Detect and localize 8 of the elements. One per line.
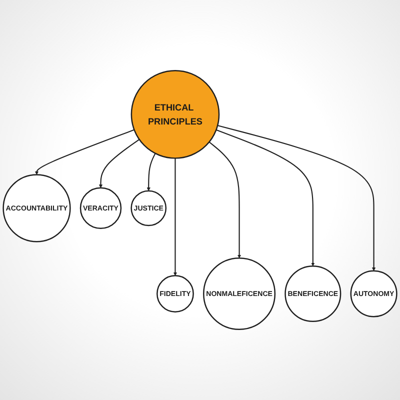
- arrow: [208, 142, 242, 258]
- arrow: [216, 129, 315, 266]
- arrow: [173, 158, 178, 276]
- arrow: [98, 139, 140, 188]
- arrow: [217, 124, 376, 272]
- arrow: [146, 153, 156, 191]
- arrow: [34, 129, 134, 175]
- node-circle: ETHICAL PRINCIPLES: [130, 70, 220, 159]
